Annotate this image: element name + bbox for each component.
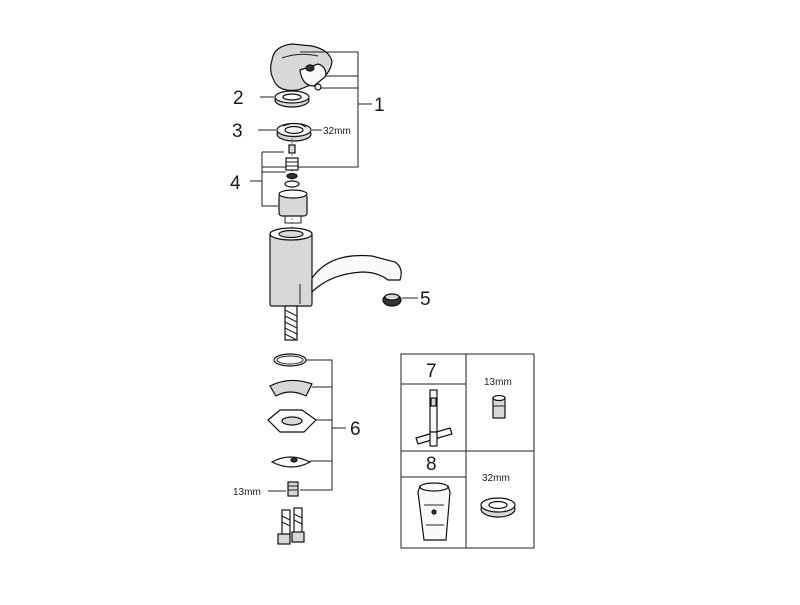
callout-2: 2 [233,88,244,109]
cover-ring [274,90,310,108]
tool-8-label: 8 [426,454,437,475]
cartridge-nut [276,122,312,142]
tool-8-sleeve [417,482,451,541]
supply-hose [284,305,298,341]
callout-6: 6 [350,419,361,440]
callout-3: 3 [232,121,243,142]
aerator [382,293,402,307]
tools-box [400,353,535,549]
callout-1-leader [262,51,372,168]
callout-1: 1 [374,95,385,116]
cartridge-assembly [278,138,308,230]
fixing-set [267,353,317,545]
tool-8-wrench-size: 32mm [482,473,510,484]
tool-7-wrench-size: 13mm [484,377,512,388]
callout-6-leader [300,359,346,491]
tool-7-hex-nut [492,394,506,419]
callout-5: 5 [420,289,431,310]
tap-body [269,227,402,307]
tool-7-label: 7 [426,361,437,382]
lever-handle [270,43,333,91]
nut-dimension-label: 32mm [323,126,351,137]
hose-dimension-label: 13mm [233,487,261,498]
callout-4-leader [250,151,286,207]
tool-8-nut [480,497,516,518]
tool-7-key [415,389,453,447]
callout-4: 4 [230,173,241,194]
